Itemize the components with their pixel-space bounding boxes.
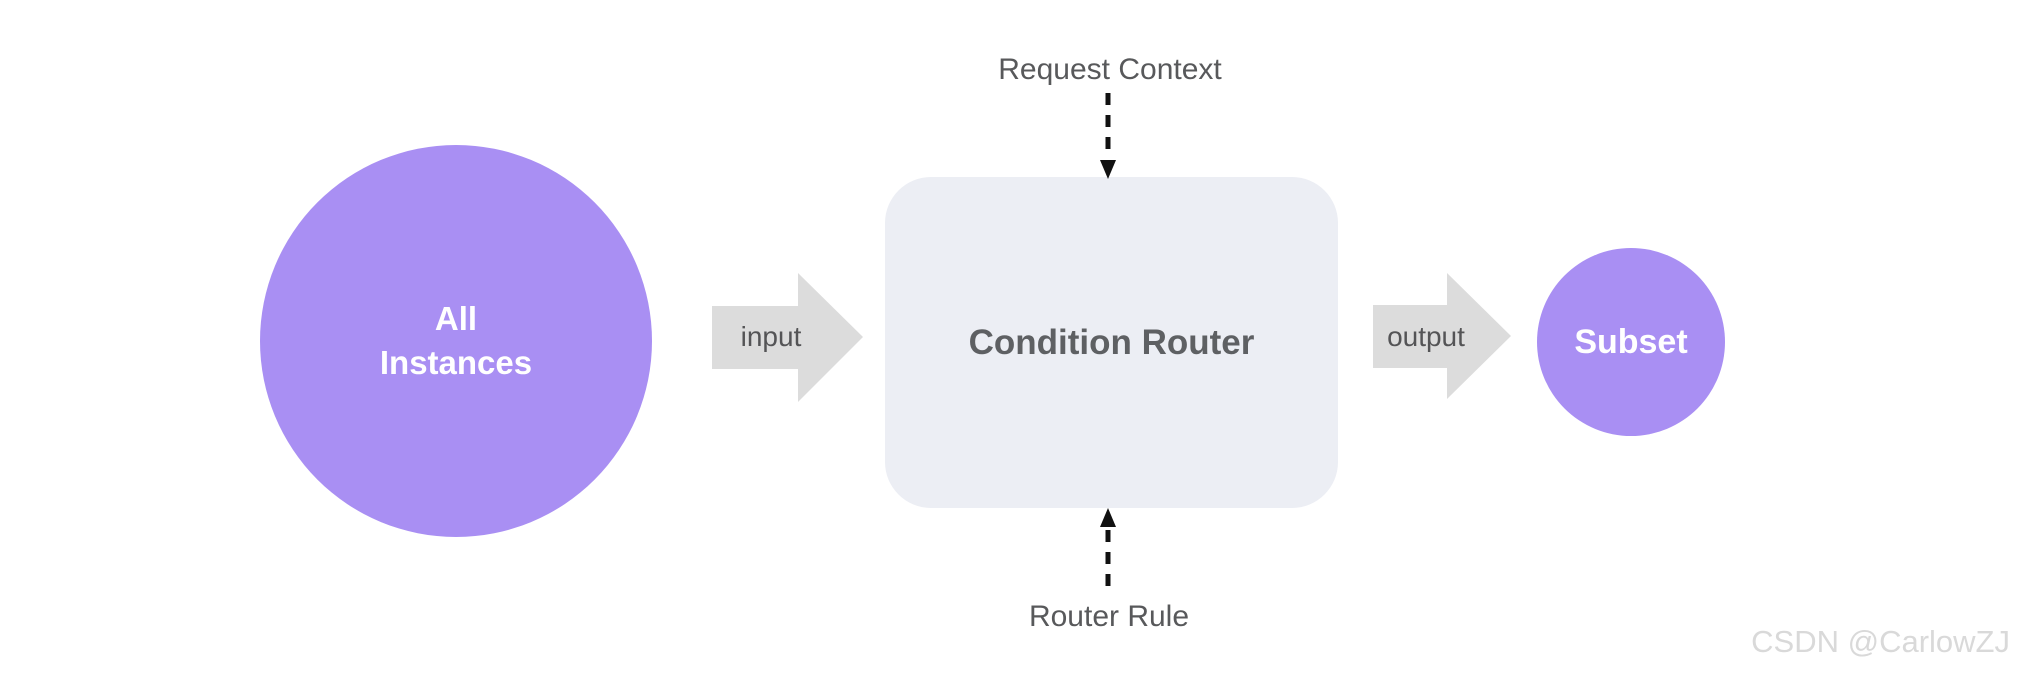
request-context-label: Request Context [998, 53, 1222, 86]
output-arrow-label: output [1387, 321, 1465, 352]
input-arrow: input [712, 273, 863, 402]
node-condition-router-label: Condition Router [968, 322, 1255, 362]
input-arrow-label: input [740, 321, 802, 352]
output-arrow: output [1373, 273, 1511, 399]
node-all-instances-label-line2: Instances [379, 344, 533, 381]
node-subset: Subset [1537, 248, 1725, 436]
node-all-instances-label-line1: All [434, 300, 478, 337]
request-context-dashed-arrow-icon [1100, 93, 1116, 179]
router-rule-dashed-arrow-icon [1100, 508, 1116, 594]
watermark: CSDN @CarlowZJ [1751, 624, 2010, 659]
node-subset-label: Subset [1574, 322, 1688, 361]
router-rule-label: Router Rule [1028, 600, 1190, 633]
node-all-instances: All Instances [260, 145, 652, 537]
node-condition-router: Condition Router [885, 177, 1338, 508]
